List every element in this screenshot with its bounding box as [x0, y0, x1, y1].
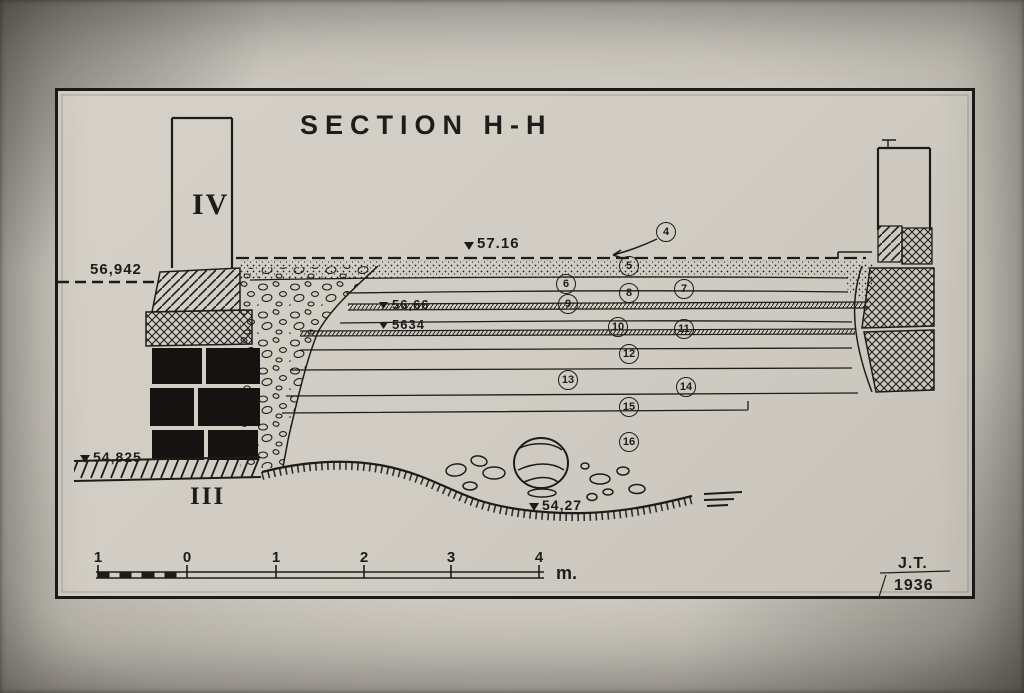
scale-label-1: 1: [271, 549, 281, 566]
stratum-marker-15: 15: [619, 397, 639, 417]
stratum-marker-14: 14: [676, 377, 696, 397]
elevation-54825: 54,825: [93, 449, 142, 465]
scale-label-2: 2: [359, 549, 369, 566]
stratum-marker-8: 8: [619, 283, 639, 303]
stratum-marker-7: 7: [674, 279, 694, 299]
drawing-sheet: [55, 88, 975, 599]
scale-label-0: 0: [182, 549, 192, 566]
elevation-56942: 56,942: [90, 261, 142, 278]
stratum-marker-12: 12: [619, 344, 639, 364]
pillar-iv-label: IV: [192, 188, 230, 221]
scale-unit-label: m.: [556, 563, 578, 583]
stratum-marker-6: 6: [556, 274, 576, 294]
stratum-marker-4: 4: [656, 222, 676, 242]
elevation-5427: 54,27: [542, 497, 583, 513]
level-iii-label: III: [190, 483, 226, 510]
scale-label-4: 4: [534, 549, 544, 566]
elevation-5666: 56,66: [392, 297, 430, 312]
stratum-marker-5: 5: [619, 256, 639, 276]
scale-label-3: 3: [446, 549, 456, 566]
signature-year: 1936: [894, 577, 934, 594]
stratum-marker-16: 16: [619, 432, 639, 452]
elevation-5634: 5634: [392, 317, 425, 332]
signature-initials: J.T.: [898, 555, 928, 572]
stratum-marker-10: 10: [608, 317, 628, 337]
elevation-5716: 57.16: [477, 235, 520, 252]
stratum-marker-11: 11: [674, 319, 694, 339]
drawing-title: SECTION H-H: [300, 110, 553, 140]
stratum-marker-9: 9: [558, 294, 578, 314]
stratum-marker-13: 13: [558, 370, 578, 390]
scale-label-1-left: 1: [93, 549, 103, 566]
